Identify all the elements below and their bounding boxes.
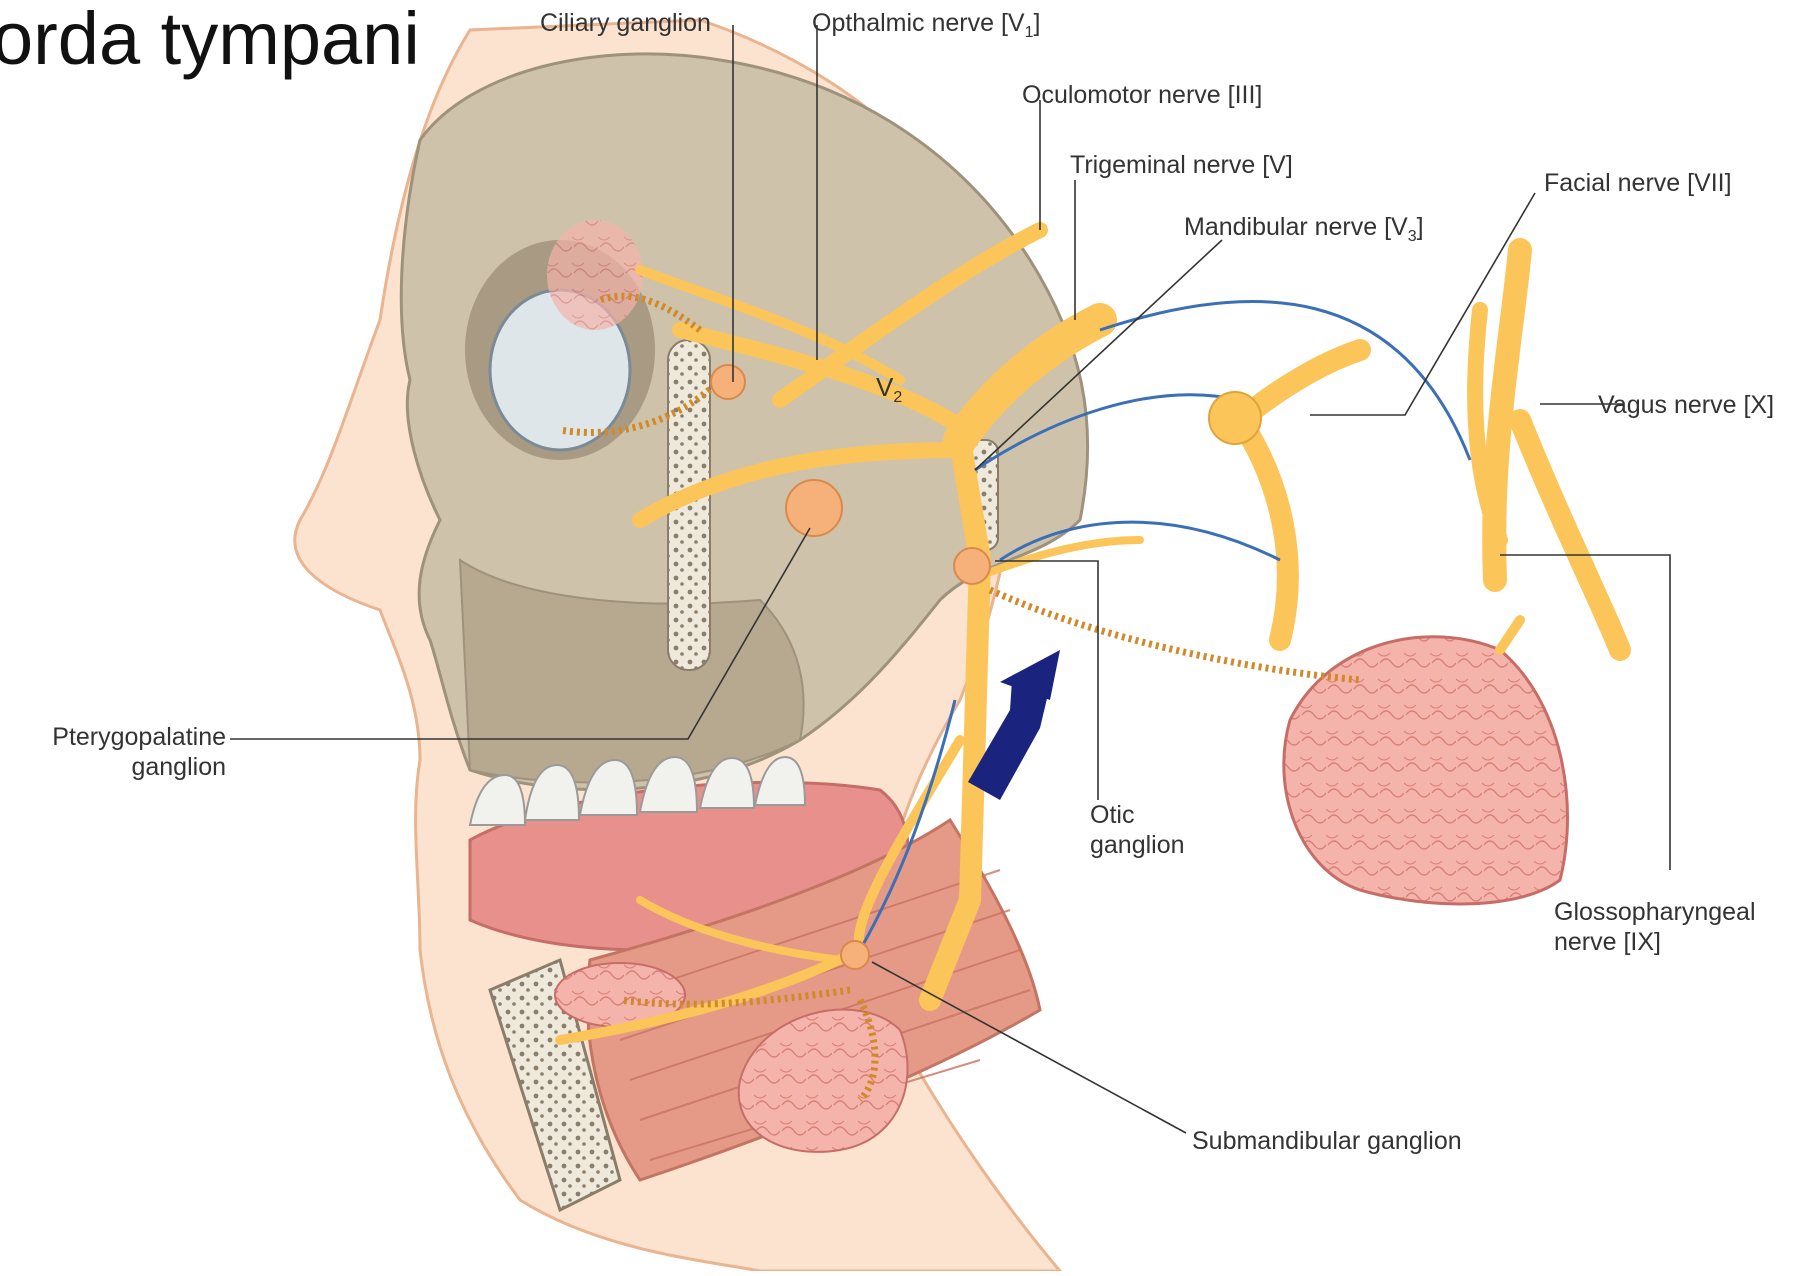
label-vagus-nerve: Vagus nerve [X]: [1598, 390, 1774, 420]
pointer-arrowhead: [1000, 650, 1060, 700]
label-pterygopalatine-line1: Pterygopalatine: [10, 722, 226, 752]
label-opthalmic-end: ]: [1034, 9, 1041, 37]
label-glosso-line2: nerve [IX]: [1554, 927, 1756, 957]
label-trigeminal-nerve: Trigeminal nerve [V]: [1070, 150, 1293, 180]
label-v2-sub: 2: [893, 389, 902, 406]
label-v2: V2: [876, 372, 902, 407]
label-glossopharyngeal-nerve: Glossopharyngeal nerve [IX]: [1554, 897, 1756, 957]
label-opthalmic-text: Opthalmic nerve [V: [812, 9, 1025, 37]
parotid-duct-stub: [1500, 620, 1520, 650]
label-mandibular-sub: 3: [1408, 228, 1417, 245]
label-glosso-line1: Glossopharyngeal: [1554, 897, 1756, 927]
label-otic-ganglion: Otic ganglion: [1090, 800, 1185, 860]
label-mandibular-nerve: Mandibular nerve [V3]: [1184, 212, 1424, 246]
parotid-gland: [1284, 637, 1568, 904]
label-pterygopalatine-ganglion: Pterygopalatine ganglion: [10, 722, 226, 782]
page-title: orda tympani: [0, 0, 420, 81]
geniculate-ganglion-shape: [1209, 392, 1261, 444]
label-opthalmic-nerve: Opthalmic nerve [V1]: [812, 8, 1040, 42]
label-mandibular-text: Mandibular nerve [V: [1184, 213, 1408, 241]
label-mandibular-end: ]: [1417, 213, 1424, 241]
label-otic-line2: ganglion: [1090, 830, 1185, 860]
label-oculomotor-nerve: Oculomotor nerve [III]: [1022, 80, 1262, 110]
pterygopalatine-ganglion-shape: [786, 480, 842, 536]
otic-ganglion-shape: [954, 548, 990, 584]
ciliary-ganglion-shape: [711, 365, 745, 399]
label-ciliary-ganglion: Ciliary ganglion: [540, 8, 711, 38]
submandibular-ganglion-shape: [841, 941, 869, 969]
label-v2-text: V: [876, 372, 893, 402]
label-facial-nerve: Facial nerve [VII]: [1544, 168, 1732, 198]
label-submandibular-ganglion: Submandibular ganglion: [1192, 1126, 1462, 1156]
label-otic-line1: Otic: [1090, 800, 1185, 830]
label-opthalmic-sub: 1: [1025, 24, 1034, 41]
label-pterygopalatine-line2: ganglion: [10, 752, 226, 782]
lacrimal-gland: [547, 220, 643, 330]
